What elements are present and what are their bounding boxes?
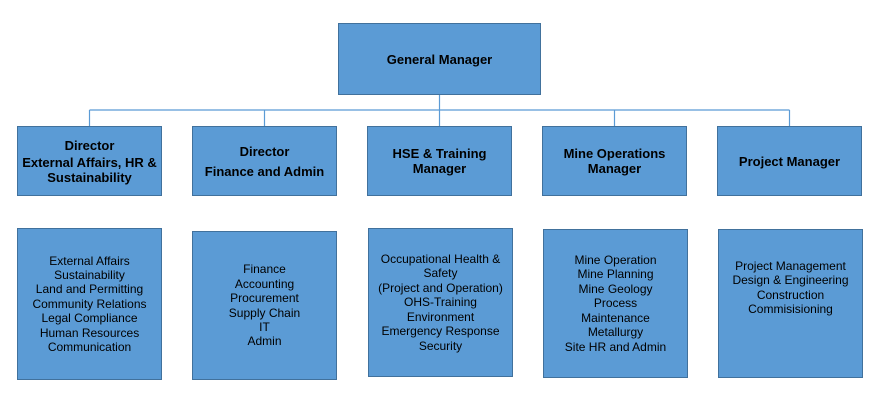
role-line: Manager <box>587 161 642 176</box>
general-manager-title: General Manager <box>386 51 493 67</box>
duty-item: IT <box>259 319 270 334</box>
duty-item: Metallurgy <box>587 325 644 340</box>
role-line: Manager <box>412 161 467 176</box>
hse-duties-box: Occupational Health & Safety (Project an… <box>368 228 513 377</box>
duty-item: Occupational Health & <box>380 252 501 267</box>
duty-item: Emergency Response <box>381 324 500 339</box>
mine-operations-manager-box: Mine Operations Manager <box>542 126 687 196</box>
duty-item: Site HR and Admin <box>564 339 667 354</box>
hse-training-manager-box: HSE & Training Manager <box>367 126 512 196</box>
duty-item: External Affairs <box>49 253 130 268</box>
mine-operations-duties-box: Mine Operation Mine Planning Mine Geolog… <box>543 229 688 378</box>
duty-item: Process <box>593 296 638 311</box>
duty-item: Mine Operation <box>574 253 657 268</box>
duty-item: Sustainability <box>54 267 125 282</box>
role-line: Director <box>64 137 115 153</box>
general-manager-box: General Manager <box>338 23 541 95</box>
role-line: Project Manager <box>738 153 841 169</box>
role-line: Finance and Admin <box>204 163 325 179</box>
duty-item: OHS-Training <box>404 295 477 310</box>
role-line: External Affairs, HR & <box>22 154 157 170</box>
duty-item: Land and Permitting <box>35 282 144 297</box>
duty-item: Human Resources <box>39 325 140 340</box>
duty-item: Communication <box>47 340 132 355</box>
external-affairs-duties-box: External Affairs Sustainability Land and… <box>17 228 162 380</box>
duty-item: Mine Geology <box>578 281 653 296</box>
duty-item: Safety <box>423 266 458 281</box>
duty-item: Supply Chain <box>228 305 301 320</box>
duty-item: Maintenance <box>581 310 650 325</box>
duty-item: Design & Engineering <box>732 273 849 288</box>
role-line: Sustainability <box>47 169 132 185</box>
duty-item: Admin <box>247 334 282 349</box>
duty-item: Procurement <box>230 291 299 306</box>
director-finance-box: Director Finance and Admin <box>192 126 337 196</box>
duty-item: Legal Compliance <box>41 311 138 326</box>
duty-item: Security <box>418 338 463 353</box>
duty-item: Finance <box>243 262 286 277</box>
duty-item: Mine Planning <box>577 267 654 282</box>
finance-duties-box: Finance Accounting Procurement Supply Ch… <box>192 231 337 380</box>
project-manager-box: Project Manager <box>717 126 862 196</box>
project-duties-box: Project Management Design & Engineering … <box>718 229 863 378</box>
duty-item: Project Management <box>735 258 846 273</box>
duty-item: (Project and Operation) <box>378 280 503 295</box>
role-line: Mine Operations <box>563 146 666 161</box>
duty-item: Community Relations <box>32 296 147 311</box>
duty-item: Construction <box>756 287 825 302</box>
duty-item: Environment <box>406 309 475 324</box>
role-line: Director <box>239 143 290 159</box>
role-line: HSE & Training <box>392 146 487 161</box>
duty-item: Commisisioning <box>748 301 833 316</box>
duty-item: Accounting <box>234 276 295 291</box>
director-external-affairs-box: Director External Affairs, HR & Sustaina… <box>17 126 162 196</box>
